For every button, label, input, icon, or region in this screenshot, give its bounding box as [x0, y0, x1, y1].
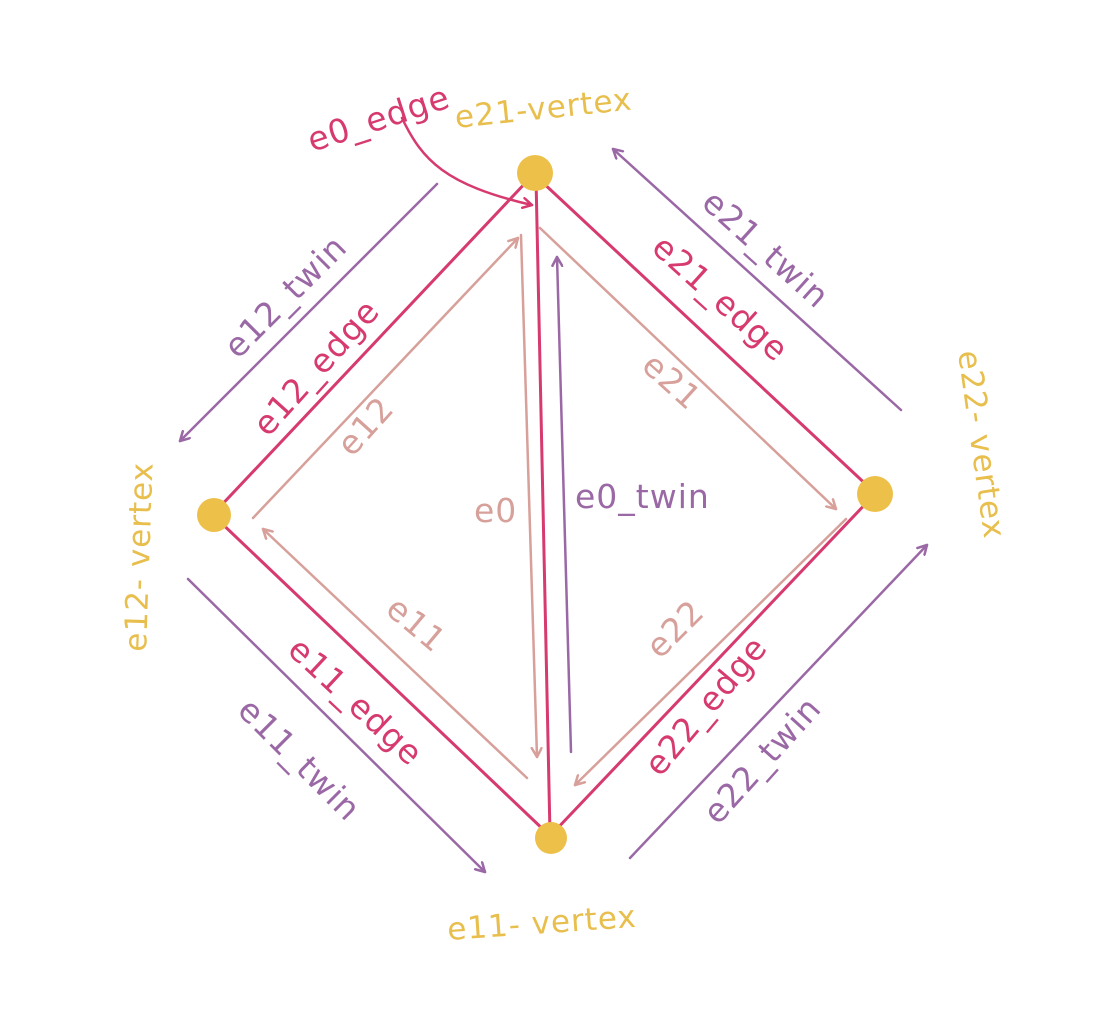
half-edge-arrows [251, 226, 848, 787]
e0-edge-pointer [400, 116, 534, 205]
label-e21-vertex: e21-vertex [453, 82, 634, 136]
arrow-e11 [261, 527, 529, 780]
label-e11-vertex: e11- vertex [446, 899, 638, 948]
label-e0: e0 [474, 491, 517, 530]
arrow-e21 [538, 226, 838, 511]
twin-labels: e12_twin e21_twin e0_twin e11_twin e22_t… [216, 182, 837, 831]
edges [213, 176, 874, 836]
label-e22: e22 [638, 592, 712, 666]
twin-arrows [178, 147, 929, 874]
label-e0-twin: e0_twin [575, 477, 710, 516]
label-e12: e12 [329, 389, 402, 464]
vertex-e12 [197, 498, 231, 532]
arrow-e22 [573, 517, 848, 787]
vertices [197, 155, 893, 854]
edge-e22 [550, 495, 874, 836]
vertex-e21 [517, 155, 553, 191]
edge-e21 [538, 178, 874, 492]
arrow-e21-twin [611, 147, 903, 412]
label-e21: e21 [635, 345, 710, 418]
edge-e11 [213, 515, 550, 836]
arrow-e0 [519, 233, 537, 759]
edge-e12 [213, 176, 532, 514]
label-e22-vertex: e22- vertex [950, 348, 1012, 541]
label-e12-vertex: e12- vertex [118, 461, 161, 652]
vertex-e22 [857, 476, 893, 512]
arrow-e0-twin [557, 255, 573, 754]
edge-e0 [534, 176, 552, 836]
arrow-e11-twin [186, 577, 487, 874]
arrow-e22-twin [628, 543, 929, 860]
arrow-e12-twin [178, 182, 439, 443]
arrow-e12 [251, 236, 520, 520]
vertex-e11 [535, 822, 567, 854]
label-e0-edge: e0_edge [302, 77, 454, 160]
